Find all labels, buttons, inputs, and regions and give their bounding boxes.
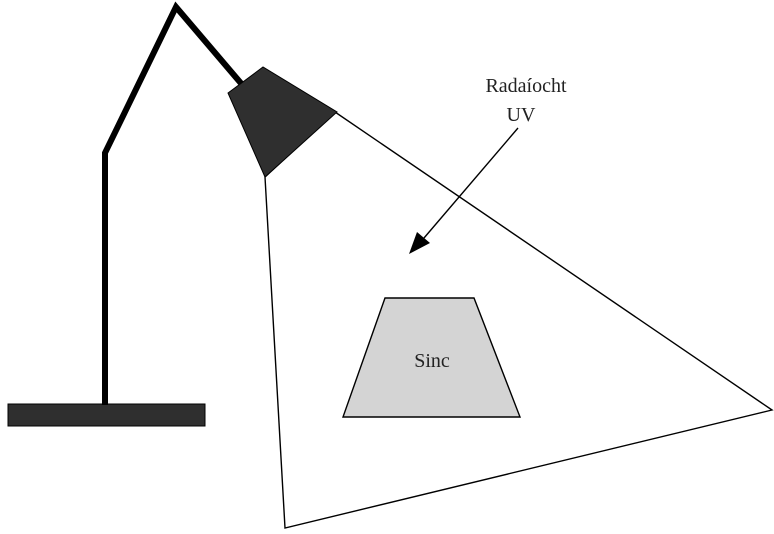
lamp-head bbox=[227, 66, 338, 178]
zinc-sample bbox=[342, 297, 522, 418]
lamp-arm bbox=[102, 1, 248, 405]
radiation-label-line2: UV bbox=[507, 104, 536, 126]
sample-label: Sinc bbox=[414, 350, 450, 372]
radiation-arrow-head bbox=[409, 232, 430, 254]
radiation-arrow-shaft bbox=[423, 127, 519, 239]
radiation-label-line1: Radaíocht bbox=[485, 75, 567, 97]
uv-beam bbox=[264, 111, 774, 529]
lamp-base bbox=[7, 403, 206, 427]
